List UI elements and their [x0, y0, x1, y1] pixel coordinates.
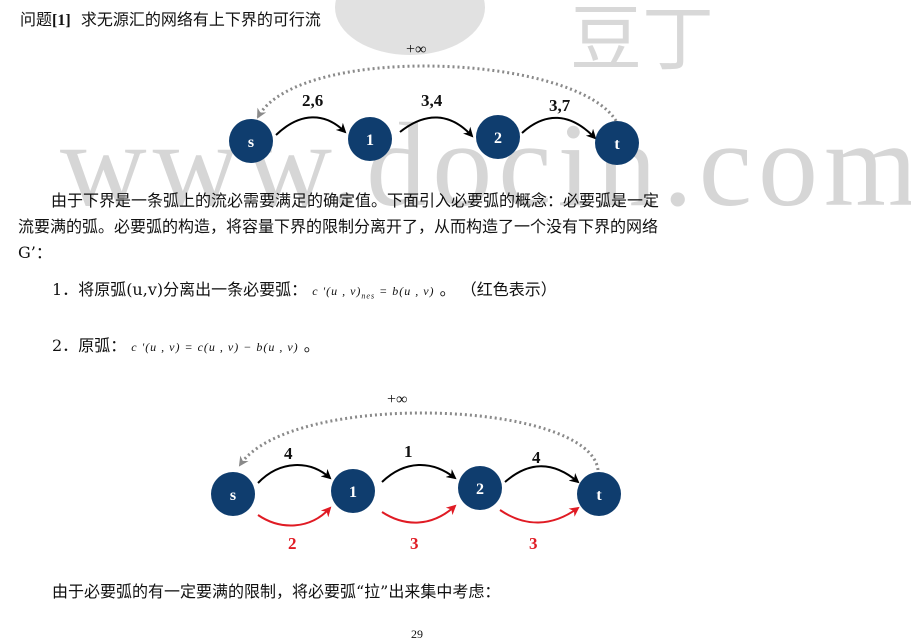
- node-t-label: t: [614, 136, 620, 153]
- necessary-label-1-2: 3: [410, 534, 419, 553]
- edge-label-s-1-2: 4: [284, 444, 293, 463]
- item-note: （红色表示）: [460, 280, 557, 299]
- item-text: 原弧：: [78, 336, 127, 355]
- edge-1-2: [399, 116, 474, 138]
- edge-label-s-1: 2,6: [302, 91, 323, 110]
- node-2-label: 2: [494, 130, 502, 147]
- edge-1-2-2: [381, 464, 457, 483]
- problem-number: [1]: [52, 12, 71, 29]
- paragraph-line-1: 由于下界是一条弧上的流必需要满足的确定值。下面引入必要弧的概念：必要弧是一定: [51, 191, 660, 210]
- necessary-label-2-t: 3: [529, 534, 538, 553]
- node-2-2: [458, 466, 502, 510]
- node-1: [348, 117, 392, 161]
- watermark-logo-text: 豆丁: [570, 0, 715, 81]
- problem-text: 求无源汇的网络有上下界的可行流: [80, 10, 321, 29]
- node-s-label: s: [248, 134, 254, 151]
- node-2-2-label: 2: [476, 481, 484, 498]
- item-number: 2．: [52, 336, 79, 355]
- node-t-2-label: t: [596, 487, 602, 504]
- list-item-2: 2．原弧： c '(u , v) = c(u , v) − b(u , v) 。: [52, 332, 320, 356]
- problem-title: 问题[1] 求无源汇的网络有上下界的可行流: [20, 6, 321, 30]
- original-arc-formula: c '(u , v) = c(u , v) − b(u , v): [131, 340, 299, 354]
- item-end: 。: [434, 280, 456, 299]
- necessary-label-s-1: 2: [288, 534, 297, 553]
- necessary-arc-formula: c '(u , v)nes = b(u , v): [312, 284, 435, 301]
- back-edge-t-s-2: [238, 411, 600, 471]
- back-edge-t-s: [256, 64, 622, 131]
- node-2: [476, 115, 520, 159]
- node-1-2: [331, 469, 375, 513]
- node-s-2-label: s: [230, 487, 236, 504]
- node-t: [595, 121, 639, 165]
- list-item-1: 1．将原弧(u,v)分离出一条必要弧： c '(u , v)nes = b(u …: [52, 276, 557, 300]
- necessary-edge-2-t: [499, 506, 580, 524]
- item-number: 1．: [52, 280, 79, 299]
- necessary-edge-1-2: [381, 504, 457, 524]
- edge-label-2-t: 3,7: [549, 96, 571, 115]
- node-s: [229, 119, 273, 163]
- necessary-edge-s-1: [257, 506, 332, 527]
- infinity-label: +∞: [406, 41, 426, 58]
- closing-note: 由于必要弧的有一定要满的限制，将必要弧“拉”出来集中考虑：: [52, 582, 501, 601]
- edge-label-1-2: 3,4: [421, 91, 443, 110]
- edge-2-t: [521, 116, 597, 140]
- graph-1: +∞ 2,6 3,4 3,7 s 1 2 t: [229, 41, 639, 165]
- node-1-2-label: 1: [349, 484, 357, 501]
- edge-s-1-2: [257, 464, 332, 484]
- edge-2-t-2: [504, 465, 580, 484]
- edge-label-2-t-2: 4: [532, 448, 541, 467]
- problem-prefix: 问题: [20, 10, 53, 29]
- graph-2: +∞ 4 1 4 2 3 3 s 1 2 t: [211, 391, 621, 553]
- paragraph-line-3: G’：: [18, 243, 52, 262]
- node-s-2: [211, 472, 255, 516]
- item-end: 。: [298, 336, 320, 355]
- item-text: 将原弧(u,v)分离出一条必要弧：: [78, 280, 308, 299]
- paragraph-line-2: 流要满的弧。必要弧的构造，将容量下界的限制分离开了，从而构造了一个没有下界的网络: [18, 217, 659, 236]
- edge-s-1: [275, 116, 347, 136]
- page-number: 29: [411, 627, 423, 641]
- infinity-label-2: +∞: [387, 391, 407, 408]
- explanation-paragraph: 由于下界是一条弧上的流必需要满足的确定值。下面引入必要弧的概念：必要弧是一定 流…: [18, 188, 838, 266]
- edge-label-1-2-2: 1: [404, 442, 413, 461]
- node-t-2: [577, 472, 621, 516]
- node-1-label: 1: [366, 132, 374, 149]
